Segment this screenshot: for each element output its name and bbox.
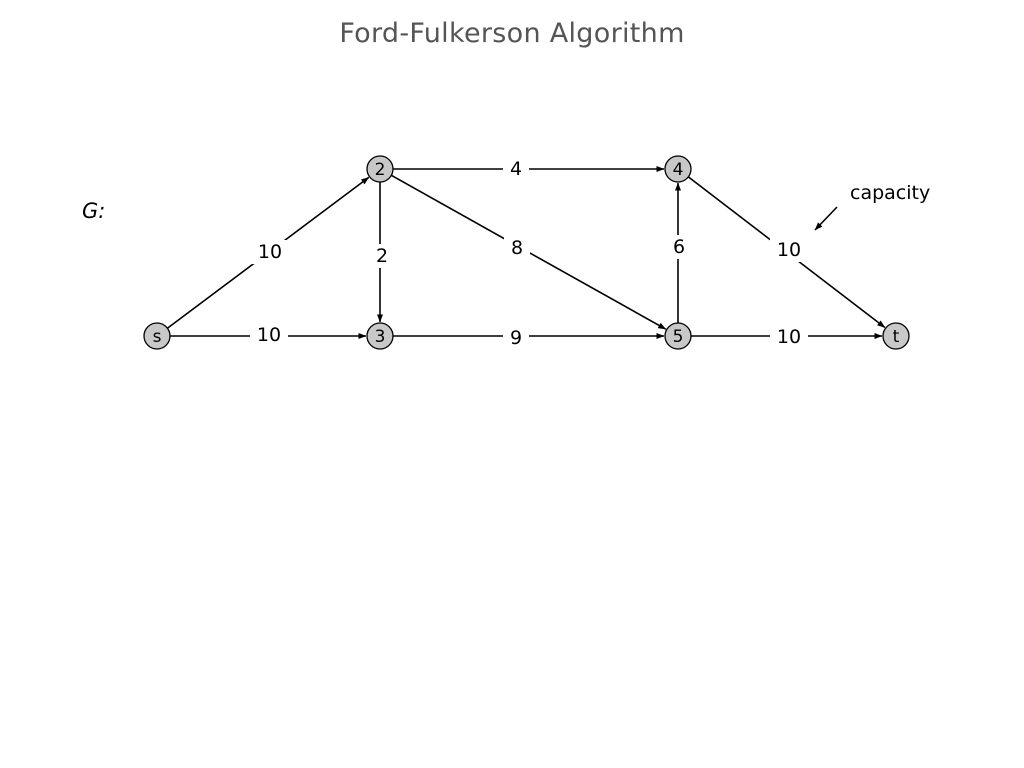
node-circle [664,322,692,350]
node-3: 3 [366,322,394,350]
node-2: 2 [366,155,394,183]
nodes-layer: s 2 3 4 5 t [143,155,910,350]
edge-capacity-label-s-2: 10 [258,241,282,263]
annotation-arrow [814,206,838,231]
node-label: t [893,327,900,347]
node-s: s [143,322,171,350]
node-label: 5 [673,327,684,347]
edge-capacity-label-2-3: 2 [376,245,388,267]
annotation-layer: capacity [814,182,930,231]
edge-label-background [504,236,530,260]
node-circle [143,322,171,350]
annotation-label: capacity [850,182,930,204]
graph-label: G: [82,199,106,223]
edge-label-background [251,240,289,264]
node-label: 4 [673,160,684,180]
node-circle [664,155,692,183]
node-5: 5 [664,322,692,350]
edge-capacity-label-s-3: 10 [257,324,281,346]
edge-label-background [369,244,395,268]
edge-label-background [770,325,808,349]
edge-label-background [503,157,529,181]
node-circle [882,322,910,350]
node-label: s [153,327,162,347]
edge-label-background [250,323,288,347]
edge-label-background [666,235,692,259]
node-label: 2 [375,160,386,180]
edges-layer: 10 10 2 4 8 9 6 10 10 [166,157,886,350]
node-circle [366,155,394,183]
edge-capacity-label-2-4: 4 [510,158,522,180]
slide-title: Ford-Fulkerson Algorithm [339,18,685,49]
node-t: t [882,322,910,350]
node-4: 4 [664,155,692,183]
edge-capacity-label-5-4: 6 [673,236,685,258]
edge-capacity-label-2-5: 8 [511,237,523,259]
edge-label-background [770,238,808,262]
edge-capacity-label-5-t: 10 [777,326,801,348]
node-label: 3 [375,327,386,347]
edge-label-background [503,326,529,350]
edge-capacity-label-3-5: 9 [510,327,522,349]
edge-capacity-label-4-t: 10 [777,239,801,261]
node-circle [366,322,394,350]
